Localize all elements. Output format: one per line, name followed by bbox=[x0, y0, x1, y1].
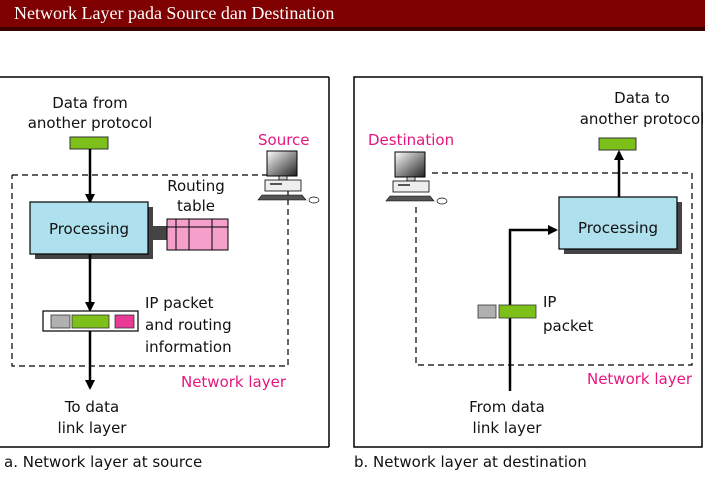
caption-source: a. Network layer at source bbox=[4, 453, 202, 471]
data-unit-green bbox=[69, 136, 109, 150]
packet-label-line2: and routing bbox=[145, 316, 232, 334]
packet-header bbox=[477, 304, 497, 319]
slide-title: Network Layer pada Source dan Destinatio… bbox=[14, 3, 335, 23]
routing-info bbox=[114, 314, 135, 329]
title-bar: Network Layer pada Source dan Destinatio… bbox=[0, 0, 705, 31]
destination-computer-icon bbox=[385, 151, 448, 205]
packet-label-line1: IP packet bbox=[145, 294, 214, 312]
routing-table-label-line1: Routing bbox=[167, 177, 225, 195]
source-label: Source bbox=[258, 131, 310, 149]
caption-destination: b. Network layer at destination bbox=[354, 453, 587, 471]
packet-data bbox=[71, 314, 110, 329]
destination-label: Destination bbox=[368, 131, 454, 149]
routing-table bbox=[166, 218, 229, 251]
data-unit-green bbox=[598, 137, 637, 151]
ip-packet bbox=[477, 304, 537, 319]
output-label-line1: Data to bbox=[614, 89, 670, 107]
output-label-line2: another protocol bbox=[580, 110, 705, 128]
input-label-line1: Data from bbox=[52, 94, 128, 112]
processing-label: Processing bbox=[578, 219, 658, 237]
source-computer-icon bbox=[257, 150, 320, 204]
processing-label: Processing bbox=[49, 220, 129, 238]
panel-destination-border bbox=[353, 76, 703, 448]
routing-table-label-line2: table bbox=[177, 197, 215, 215]
network-layer-boundary bbox=[11, 174, 289, 367]
network-layer-boundary bbox=[415, 172, 693, 366]
packet-data bbox=[498, 304, 537, 319]
input-label-line2: link layer bbox=[473, 419, 543, 437]
panel-destination: Data to another protocol Destination Pro… bbox=[353, 76, 705, 471]
ip-packet-with-routing-info bbox=[42, 310, 139, 332]
packet-label-line2: packet bbox=[543, 317, 593, 335]
processing-box bbox=[558, 196, 678, 250]
network-layer-label-source: Network layer bbox=[181, 373, 287, 391]
arrow-from-data-link bbox=[508, 225, 558, 391]
network-layer-label-destination: Network layer bbox=[587, 370, 693, 388]
packet-label-line1: IP bbox=[543, 293, 556, 311]
packet-label-line3: information bbox=[145, 338, 232, 356]
packet-header bbox=[50, 314, 71, 329]
output-label-line2: link layer bbox=[58, 419, 128, 437]
processing-box bbox=[29, 201, 149, 255]
input-label-line2: another protocol bbox=[28, 114, 153, 132]
input-label-line1: From data bbox=[469, 398, 545, 416]
output-label-line1: To data bbox=[64, 398, 119, 416]
routing-connector bbox=[153, 226, 167, 240]
panel-source: Data from another protocol Source Proces… bbox=[0, 76, 330, 471]
